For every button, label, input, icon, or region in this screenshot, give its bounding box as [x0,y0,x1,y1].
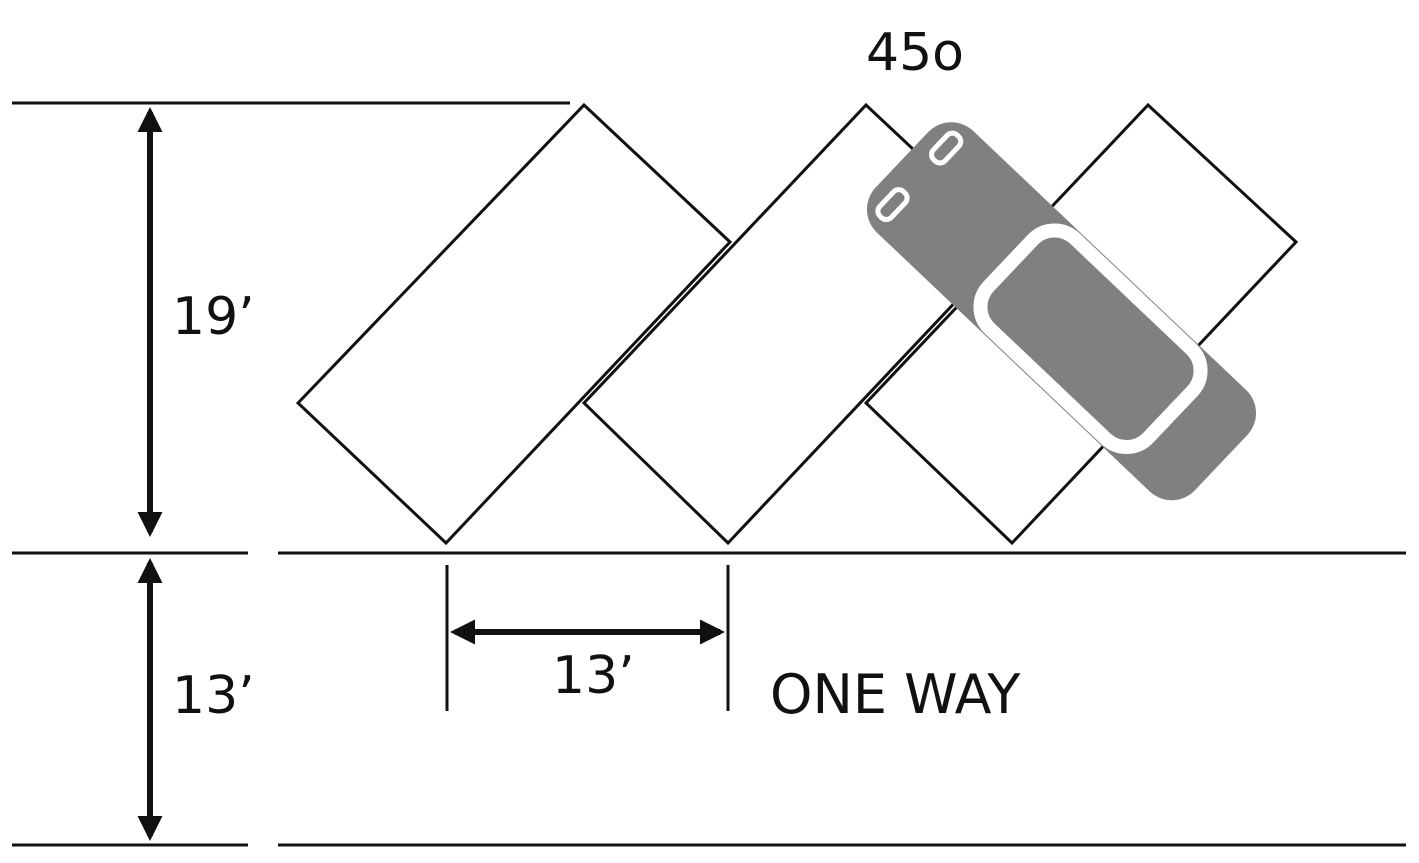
angle-label: 45o [866,23,964,83]
parking-stall-3 [863,102,1299,546]
direction-label: ONE WAY [770,663,1021,726]
car-roof [973,223,1208,455]
car-icon [866,122,1257,501]
aisle-width-label: 13’ [172,666,255,726]
parking-stall-1 [295,102,733,546]
stall-depth-label: 19’ [172,287,255,347]
car-headlight-right [929,130,964,166]
car-headlight-left [875,187,910,223]
stall-width-label: 13’ [552,646,635,706]
